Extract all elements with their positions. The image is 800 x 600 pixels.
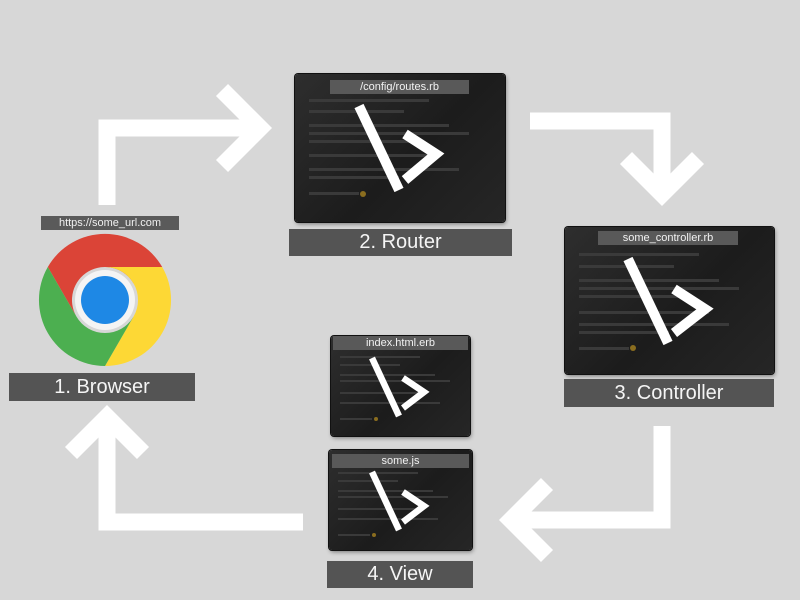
router-file-tab: /config/routes.rb <box>330 80 469 94</box>
router-label: 2. Router <box>289 229 512 256</box>
arrowhead-view-to-browser <box>64 404 150 460</box>
arrowhead-browser-to-router <box>215 83 273 173</box>
arrowhead-controller-to-view <box>498 477 554 563</box>
arrowhead-router-to-controller <box>619 151 705 207</box>
browser-url: https://some_url.com <box>41 216 179 230</box>
terminal-slash-icon <box>369 356 430 418</box>
code-lines <box>338 472 448 537</box>
controller-file-tab: some_controller.rb <box>598 231 738 245</box>
arrow-controller-to-view <box>510 426 671 529</box>
view-js-window: some.js <box>329 450 472 550</box>
view-template-window: index.html.erb <box>331 336 470 436</box>
browser-label: 1. Browser <box>9 373 195 401</box>
terminal-slash-icon <box>369 470 430 532</box>
controller-label: 3. Controller <box>564 379 774 407</box>
terminal-slash-icon <box>623 256 714 346</box>
terminal-slash-icon <box>354 103 445 193</box>
view-label: 4. View <box>327 561 473 588</box>
arrow-browser-to-router <box>98 119 262 205</box>
view-file-tab-1: index.html.erb <box>333 336 468 350</box>
view-file-tab-2: some.js <box>332 454 469 468</box>
arrow-router-to-controller <box>530 112 671 190</box>
controller-editor-window: some_controller.rb <box>565 227 774 374</box>
router-editor-window: /config/routes.rb <box>295 74 505 222</box>
arrow-view-to-browser <box>98 418 303 531</box>
